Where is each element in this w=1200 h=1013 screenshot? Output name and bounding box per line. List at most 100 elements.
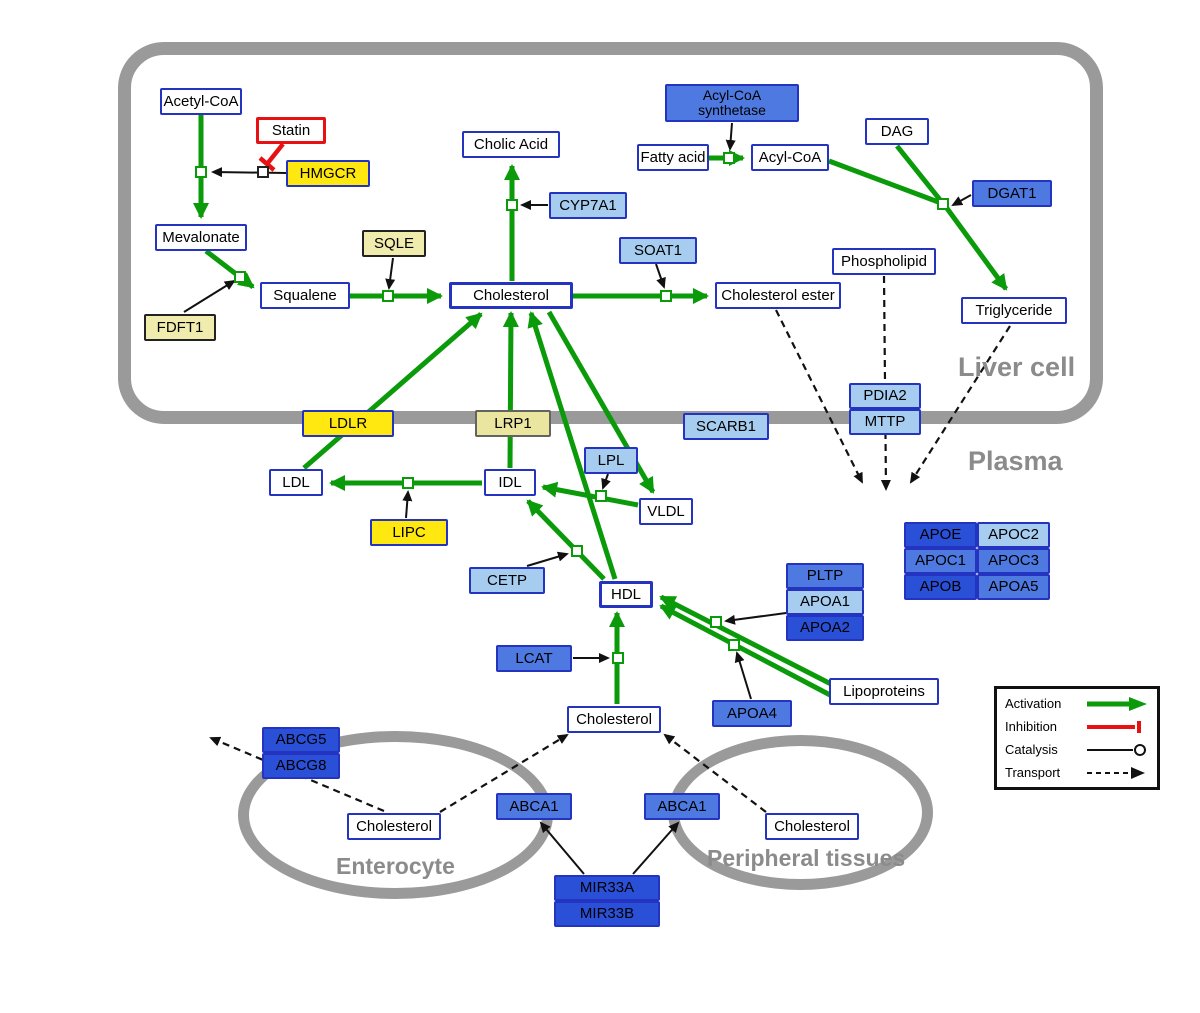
node-apoa1[interactable]: APOA1 <box>786 589 864 615</box>
node-dag[interactable]: DAG <box>865 118 929 145</box>
edge-hdl-idl-cetp <box>526 499 606 581</box>
node-vldl[interactable]: VLDL <box>639 498 693 525</box>
catalysis-sqle <box>385 257 396 290</box>
reaction-nodes <box>195 152 949 664</box>
node-cholesterol-enterocyte[interactable]: Cholesterol <box>347 813 441 840</box>
node-cholesterol-peripheral[interactable]: Cholesterol <box>765 813 859 840</box>
node-abca1-enterocyte[interactable]: ABCA1 <box>496 793 572 820</box>
legend-inhibition-label: Inhibition <box>1005 719 1058 734</box>
node-statin[interactable]: Statin <box>256 117 326 144</box>
inhibition-statin-tbar <box>258 156 276 172</box>
node-abcg5[interactable]: ABCG5 <box>262 727 340 753</box>
catalysis-cetp <box>526 551 569 567</box>
node-scarb1[interactable]: SCARB1 <box>683 413 769 440</box>
node-lcat[interactable]: LCAT <box>496 645 572 672</box>
edge-idl-cholesterol <box>502 311 519 469</box>
node-lipoproteins[interactable]: Lipoproteins <box>829 678 939 705</box>
node-mir33b[interactable]: MIR33B <box>554 901 660 927</box>
node-pdia2[interactable]: PDIA2 <box>849 383 921 409</box>
catalysis-fdft1 <box>183 279 236 313</box>
node-cholesterol-plasma[interactable]: Cholesterol <box>567 706 661 733</box>
legend-activation-label: Activation <box>1005 696 1062 711</box>
edge-junction-triglyceride <box>943 205 1009 291</box>
transport-cholesterolester-plasma <box>775 309 863 484</box>
catalysis-circle-icon <box>1087 743 1146 756</box>
node-ldlr[interactable]: LDLR <box>302 410 394 437</box>
transport-cholesterol-abcg58-out <box>209 736 385 813</box>
reaction-node <box>506 199 518 211</box>
node-cholesterol-liver[interactable]: Cholesterol <box>449 282 573 309</box>
node-lpl[interactable]: LPL <box>584 447 638 474</box>
transport-edges <box>209 275 1011 813</box>
peripheral-tissues-label: Peripheral tissues <box>707 845 906 871</box>
node-apoc2[interactable]: APOC2 <box>977 522 1050 548</box>
legend-transport-label: Transport <box>1005 765 1061 780</box>
reaction-node <box>382 290 394 302</box>
catalysis-acylcoa-synthetase <box>725 122 736 151</box>
activation-arrow-icon <box>1087 696 1147 711</box>
node-fatty-acid[interactable]: Fatty acid <box>637 144 709 171</box>
transport-peripheral-cholesterol-plasma <box>663 733 767 813</box>
legend-catalysis-row: Catalysis <box>1005 742 1149 758</box>
node-apoa2[interactable]: APOA2 <box>786 615 864 641</box>
edge-vldl-idl <box>541 481 639 508</box>
regulation-mir33-abca1-left <box>539 821 585 875</box>
node-cyp7a1[interactable]: CYP7A1 <box>549 192 627 219</box>
node-cholic-acid[interactable]: Cholic Acid <box>462 131 560 158</box>
edge-lipoproteins-hdl-2 <box>659 603 834 699</box>
edge-acylcoa-dgat-junction <box>828 158 942 206</box>
node-apoa5[interactable]: APOA5 <box>977 574 1050 600</box>
node-mir33a[interactable]: MIR33A <box>554 875 660 901</box>
node-apoc1[interactable]: APOC1 <box>904 548 977 574</box>
node-fdft1[interactable]: FDFT1 <box>144 314 216 341</box>
catalysis-edges <box>183 122 972 875</box>
reaction-node <box>710 616 722 628</box>
node-apoc3[interactable]: APOC3 <box>977 548 1050 574</box>
node-sqle[interactable]: SQLE <box>362 230 426 257</box>
node-pltp[interactable]: PLTP <box>786 563 864 589</box>
enterocyte-label: Enterocyte <box>336 853 455 879</box>
node-dgat1[interactable]: DGAT1 <box>972 180 1052 207</box>
node-acyl-coa-synthetase[interactable]: Acyl-CoA synthetase <box>665 84 799 122</box>
node-cholesterol-ester[interactable]: Cholesterol ester <box>715 282 841 309</box>
catalysis-lipc <box>402 490 413 519</box>
node-apoa4[interactable]: APOA4 <box>712 700 792 727</box>
node-hmgcr[interactable]: HMGCR <box>286 160 370 187</box>
node-acetyl-coa[interactable]: Acetyl-CoA <box>160 88 242 115</box>
node-squalene[interactable]: Squalene <box>260 282 350 309</box>
legend-transport-row: Transport <box>1005 765 1149 781</box>
catalysis-dgat1 <box>951 194 972 206</box>
reaction-node <box>595 490 607 502</box>
node-idl[interactable]: IDL <box>484 469 536 496</box>
reaction-node <box>723 152 735 164</box>
node-phospholipid[interactable]: Phospholipid <box>832 248 936 275</box>
reaction-node <box>612 652 624 664</box>
node-mttp[interactable]: MTTP <box>849 409 921 435</box>
node-apoe[interactable]: APOE <box>904 522 977 548</box>
node-abca1-peripheral[interactable]: ABCA1 <box>644 793 720 820</box>
node-acyl-coa[interactable]: Acyl-CoA <box>751 144 829 171</box>
reaction-node <box>660 290 672 302</box>
node-mevalonate[interactable]: Mevalonate <box>155 224 247 251</box>
reaction-node <box>728 639 740 651</box>
node-soat1[interactable]: SOAT1 <box>619 237 697 264</box>
node-lipc[interactable]: LIPC <box>370 519 448 546</box>
catalysis-apoa-stack <box>724 612 787 625</box>
node-abcg8[interactable]: ABCG8 <box>262 753 340 779</box>
legend-activation-row: Activation <box>1005 696 1149 712</box>
reaction-node <box>571 545 583 557</box>
node-apob[interactable]: APOB <box>904 574 977 600</box>
liver-cell-label: Liver cell <box>958 352 1076 382</box>
node-hdl[interactable]: HDL <box>599 581 653 608</box>
edge-dag-dgat-junction <box>895 144 943 203</box>
reaction-node <box>402 477 414 489</box>
node-triglyceride[interactable]: Triglyceride <box>961 297 1067 324</box>
node-lrp1[interactable]: LRP1 <box>475 410 551 437</box>
node-cetp[interactable]: CETP <box>469 567 545 594</box>
node-ldl[interactable]: LDL <box>269 469 323 496</box>
edge-ldl-cholesterol <box>302 312 483 470</box>
catalysis-apoa4 <box>734 651 752 700</box>
catalysis-soat1 <box>655 263 666 289</box>
